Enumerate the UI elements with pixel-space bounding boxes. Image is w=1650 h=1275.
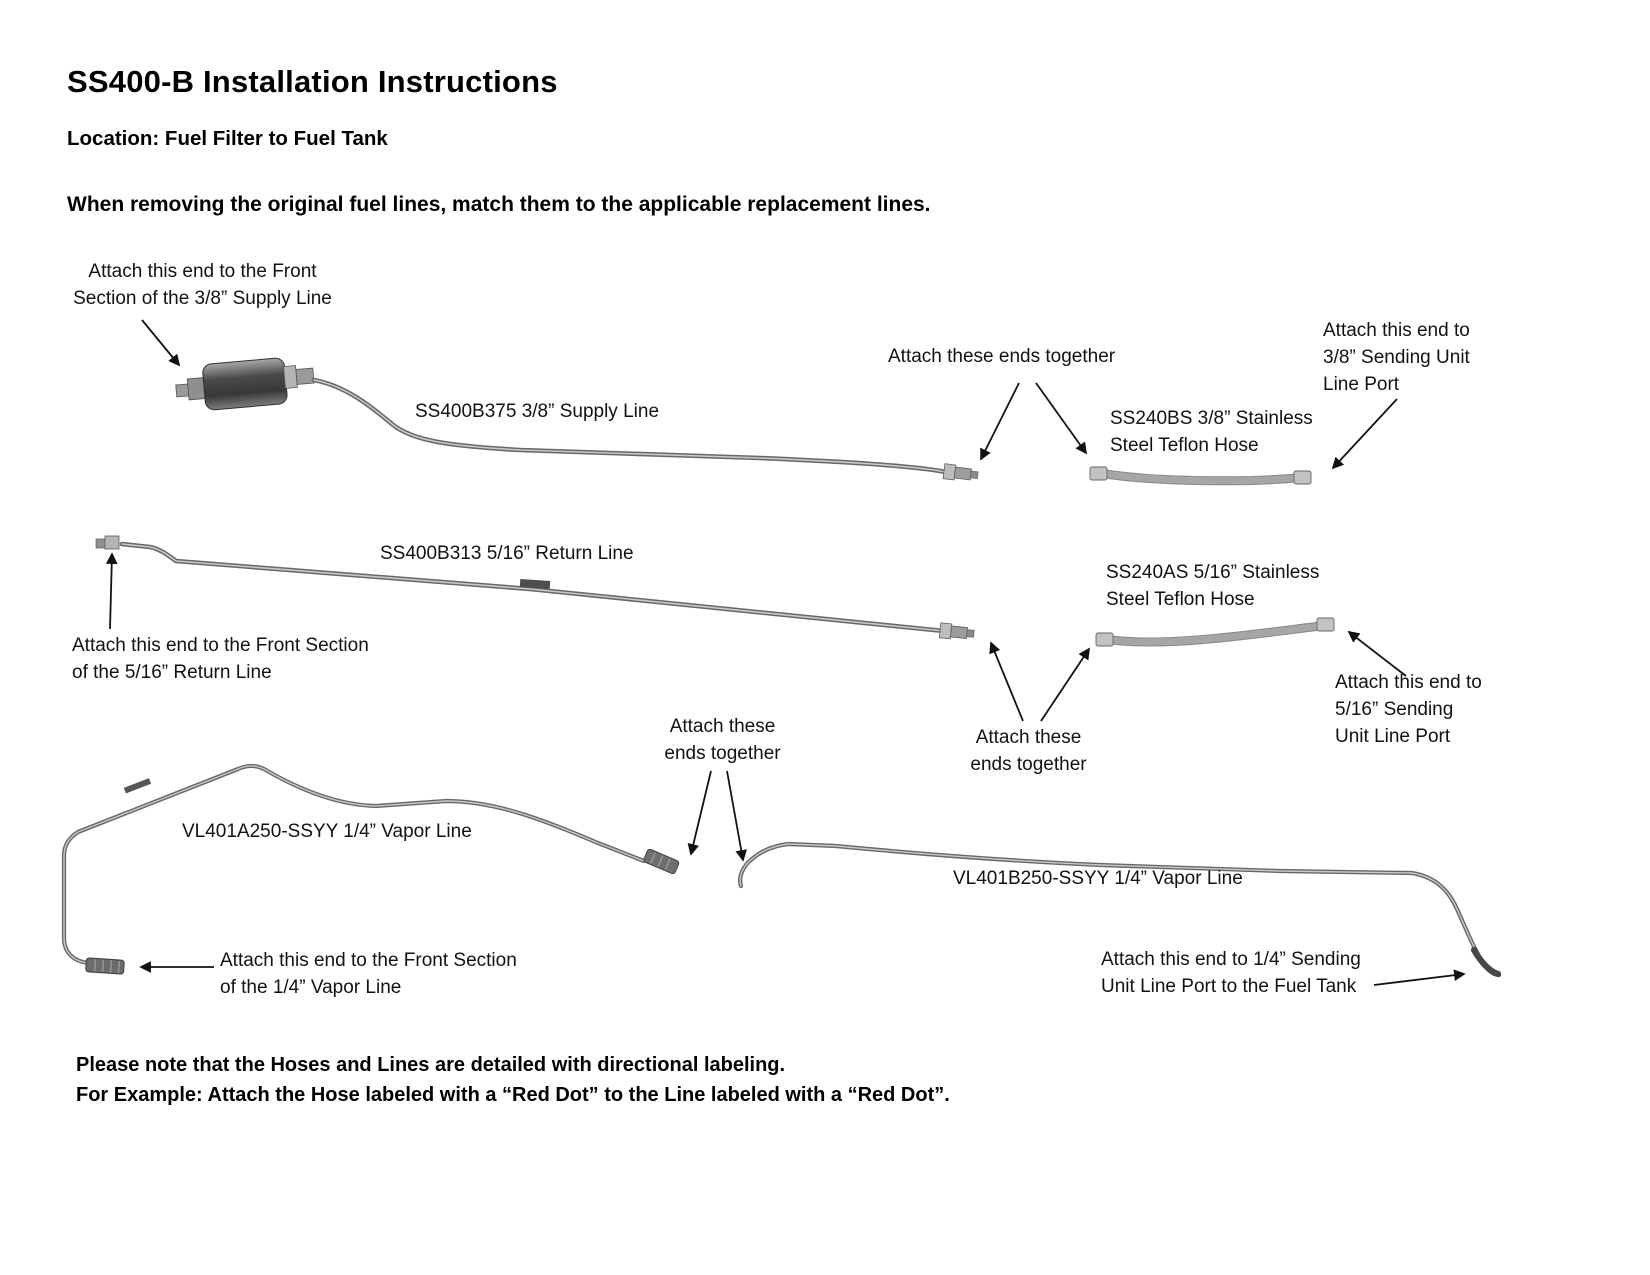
arrow-ends-mid-left-1 xyxy=(687,770,712,856)
callout-sending-516: Attach this end to 5/16” Sending Unit Li… xyxy=(1335,672,1482,747)
callout-supply-front: Attach this end to the Front Section of … xyxy=(73,261,332,309)
vapor-line-a-marking xyxy=(123,778,152,794)
hose-38-label: SS240BS 3/8” Stainless Steel Teflon Hose xyxy=(1110,408,1313,456)
vapor-line-a-end-fitting xyxy=(643,848,680,875)
vapor-line-a xyxy=(61,763,647,970)
arrow-vapor-sending xyxy=(1373,969,1466,986)
supply-line-end-fitting xyxy=(942,463,979,481)
callout-ends-together-top: Attach these ends together xyxy=(888,346,1116,367)
teflon-hose-38 xyxy=(1089,466,1312,486)
callout-vapor-sending: Attach this end to 1/4” Sending Unit Lin… xyxy=(1101,949,1361,997)
footer-note: Please note that the Hoses and Lines are… xyxy=(76,1054,950,1106)
callout-arrows xyxy=(105,319,1466,986)
arrow-supply-front xyxy=(141,319,181,367)
intro-text: When removing the original fuel lines, m… xyxy=(67,193,931,216)
arrow-sending-38 xyxy=(1331,398,1398,470)
vapor-a-label: VL401A250-SSYY 1/4” Vapor Line xyxy=(182,821,472,842)
callout-return-front: Attach this end to the Front Section of … xyxy=(72,635,369,683)
callout-ends-together-mid-right: Attach these ends together xyxy=(970,727,1087,775)
fuel-filter xyxy=(175,357,315,411)
vapor-line-b-end-tip xyxy=(1470,946,1502,978)
callout-sending-38: Attach this end to 3/8” Sending Unit Lin… xyxy=(1323,320,1470,395)
arrow-ends-mid-left-2 xyxy=(726,770,747,862)
page-title: SS400-B Installation Instructions xyxy=(67,64,558,99)
supply-line xyxy=(311,377,949,475)
supply-line-label: SS400B375 3/8” Supply Line xyxy=(415,401,660,422)
arrow-ends-mid-right-2 xyxy=(1040,647,1090,722)
callout-ends-together-mid-left: Attach these ends together xyxy=(664,716,781,764)
callout-vapor-front: Attach this end to the Front Section of … xyxy=(220,950,517,998)
return-line xyxy=(119,541,947,634)
arrow-sending-516 xyxy=(1347,630,1407,677)
vapor-b-label: VL401B250-SSYY 1/4” Vapor Line xyxy=(953,868,1243,889)
return-line-front-fitting xyxy=(95,535,120,550)
teflon-hose-516 xyxy=(1095,617,1335,647)
arrow-return-front xyxy=(105,552,118,630)
arrow-ends-top-left xyxy=(980,382,1020,461)
vapor-line-a-front-fitting xyxy=(85,957,125,975)
location-subtitle: Location: Fuel Filter to Fuel Tank xyxy=(67,127,388,150)
return-line-end-fitting xyxy=(938,622,975,640)
return-line-label: SS400B313 5/16” Return Line xyxy=(380,543,634,564)
hose-516-label: SS240AS 5/16” Stainless Steel Teflon Hos… xyxy=(1106,562,1320,610)
vapor-line-b xyxy=(738,841,1502,978)
arrow-ends-mid-right-1 xyxy=(989,641,1024,722)
return-line-marking xyxy=(519,578,551,590)
arrow-ends-top-right xyxy=(1035,382,1088,455)
